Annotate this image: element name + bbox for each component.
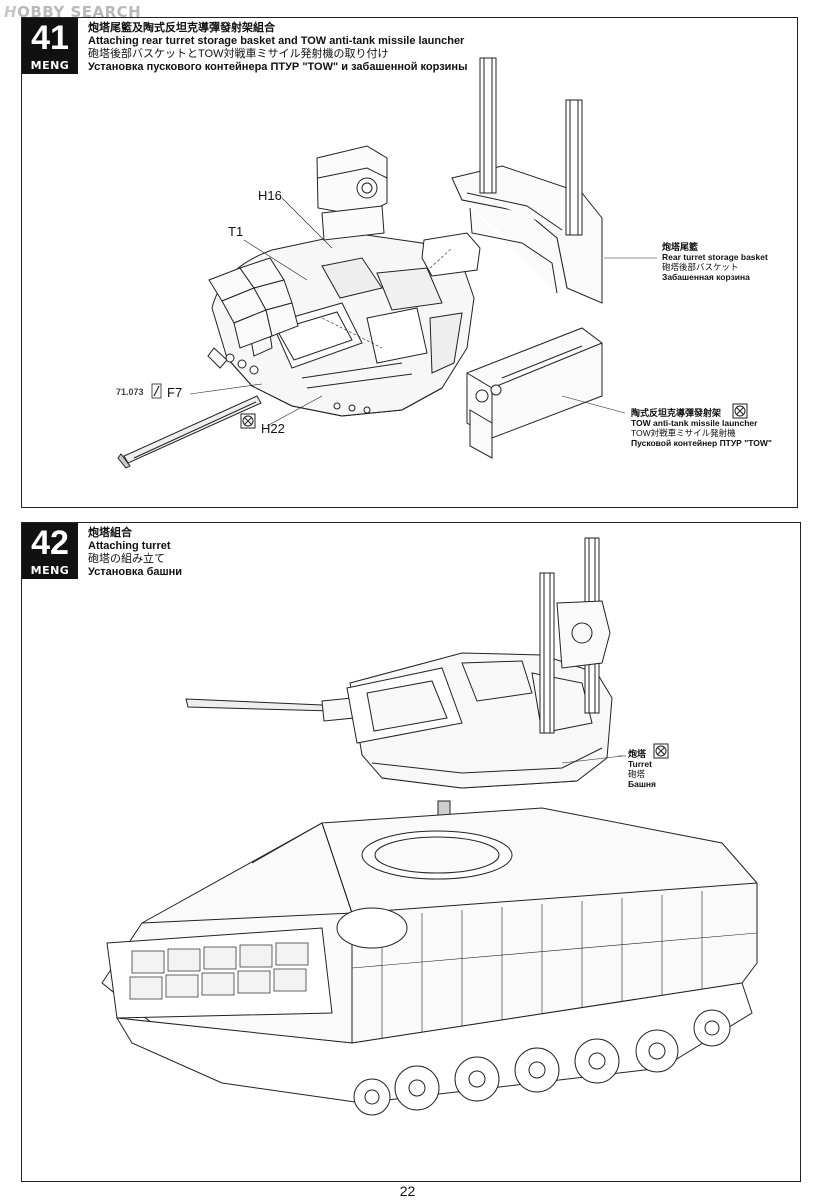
no-glue-symbol-icon: [653, 743, 669, 759]
no-glue-symbol-icon: [732, 403, 748, 419]
step-41-badge: 41 MENG: [22, 18, 78, 74]
tracks: [116, 982, 753, 1116]
title-zh: 炮塔組合: [88, 527, 132, 539]
step-41-panel: 41 MENG 炮塔尾籃及陶式反坦克導彈發射架組合 Attaching rear…: [21, 17, 798, 508]
step-number: 42: [31, 524, 69, 562]
brand-logo: MENG: [30, 564, 70, 577]
title-zh: 炮塔尾籃及陶式反坦克導彈發射架組合: [88, 22, 275, 34]
launcher-callout: 陶式反坦克導彈發射架 TOW anti-tank missile launche…: [631, 408, 772, 448]
step-41-illustration: [117, 57, 748, 469]
sight-housing: [316, 145, 388, 241]
title-jp: 砲塔の組み立て: [88, 553, 165, 565]
basket-ru: Забашенная корзина: [662, 272, 750, 282]
tow-launcher: [466, 327, 603, 459]
turret-ru: Башня: [628, 779, 657, 789]
leader-lines: [189, 197, 657, 427]
part-h22-label: H22: [261, 421, 285, 436]
title-en: Attaching turret: [88, 540, 171, 552]
paint-brush-icon: [151, 383, 162, 399]
part-t1-label: T1: [228, 224, 244, 239]
title-ru: Установка пускового контейнера ПТУР "TOW…: [88, 61, 468, 73]
step-42-titles: 炮塔組合 Attaching turret 砲塔の組み立て Установка …: [88, 527, 182, 579]
launcher-zh: 陶式反坦克導彈發射架: [631, 408, 722, 418]
turret-zh: 炮塔: [628, 749, 647, 759]
launcher-ru: Пусковой контейнер ПТУР "TOW": [631, 438, 772, 448]
launcher-jp: TOW対戦車ミサイル発射機: [631, 428, 736, 438]
basket-jp: 砲塔後部バスケット: [662, 262, 739, 272]
watermark-prefix: H: [4, 3, 18, 21]
part-f7-label: F7: [167, 385, 183, 400]
title-ru: Установка башни: [88, 566, 183, 578]
title-en: Attaching rear turret storage basket and…: [88, 35, 465, 47]
step-42-badge: 42 MENG: [22, 523, 78, 579]
armor-tiles: [207, 257, 299, 375]
barrel-f7: [117, 395, 262, 469]
step-42-panel: 42 MENG 炮塔組合 Attaching turret 砲塔の組み立て Ус…: [21, 522, 801, 1182]
no-glue-symbol-icon: [240, 413, 256, 429]
watermark-text: OBBY SEARCH: [17, 3, 142, 21]
part-h16-label: H16: [258, 188, 282, 203]
watermark: HOBBY SEARCH: [4, 3, 141, 21]
turret-assembly: [185, 537, 613, 789]
basket-en: Rear turret storage basket: [662, 252, 768, 262]
turret-en: Turret: [628, 759, 652, 769]
step-number: 41: [31, 19, 69, 57]
basket-zh: 炮塔尾籃: [662, 242, 699, 252]
basket-callout: 炮塔尾籃 Rear turret storage basket 砲塔後部バスケッ…: [662, 242, 768, 282]
vehicle-hull: [101, 807, 758, 1044]
step-41-titles: 炮塔尾籃及陶式反坦克導彈發射架組合 Attaching rear turret …: [88, 22, 467, 74]
page-number: 22: [399, 1183, 416, 1199]
brand-logo: MENG: [30, 59, 70, 72]
step-42-illustration: [101, 537, 758, 1116]
paint-code: 71.073: [116, 387, 144, 397]
storage-basket: [421, 57, 603, 304]
turret-callout: 炮塔 Turret 砲塔 Башня: [628, 749, 656, 789]
title-jp: 砲塔後部バスケットとTOW対戦車ミサイル発射機の取り付け: [88, 48, 389, 60]
turret-jp: 砲塔: [628, 769, 646, 779]
launcher-en: TOW anti-tank missile launcher: [631, 418, 758, 428]
